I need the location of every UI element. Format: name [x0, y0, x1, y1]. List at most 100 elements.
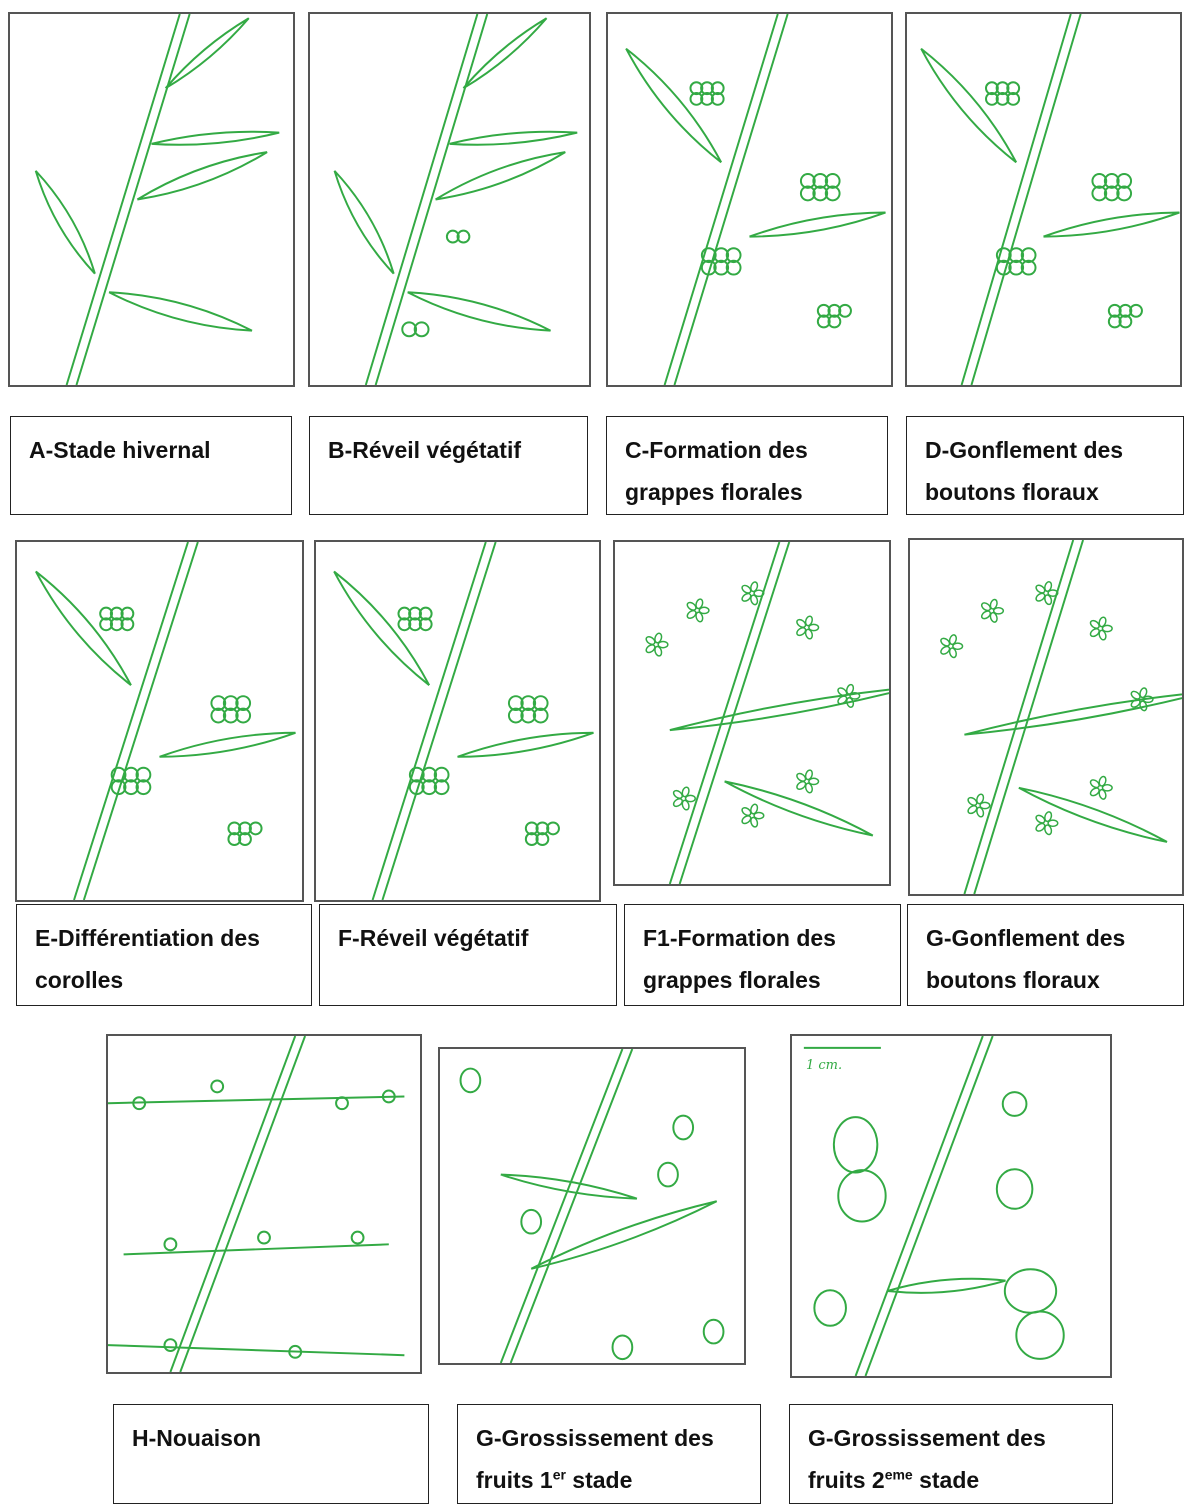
petal-outline — [967, 804, 978, 815]
stage-f-illustration — [316, 542, 599, 900]
stage-f1-illustration — [615, 542, 889, 884]
leaf-outline — [137, 152, 267, 199]
fruit-outline — [164, 1238, 176, 1250]
stage-d-caption: D-Gonflement des boutons floraux — [906, 416, 1184, 515]
stage-h-illustration — [108, 1036, 420, 1372]
petal-outline — [1035, 592, 1046, 603]
leaf-outline — [1044, 213, 1180, 237]
stage-e-drawing — [15, 540, 304, 902]
leaf-outline — [964, 692, 1182, 735]
fruit-outline — [838, 1170, 885, 1221]
petal-outline — [980, 610, 991, 621]
stem-line — [974, 540, 1083, 894]
leaf-outline — [887, 1279, 1005, 1293]
leaf-outline — [334, 572, 429, 686]
fruit-outline — [814, 1290, 846, 1326]
leaf-outline — [670, 687, 889, 730]
leaf-outline — [36, 572, 131, 686]
stage-d-drawing — [905, 12, 1182, 387]
stage-b-caption: B-Réveil végétatif — [309, 416, 588, 515]
stage-e-caption: E-Différentiation des corolles — [16, 904, 312, 1006]
stem-line — [856, 1036, 983, 1376]
stem-line — [366, 14, 478, 385]
stage-fruit2-caption-sup: eme — [885, 1466, 913, 1482]
fruit-outline — [1005, 1269, 1056, 1312]
petal-outline — [1035, 822, 1046, 833]
stage-d-illustration — [907, 14, 1180, 385]
stem-line — [76, 14, 189, 385]
stem-line — [665, 14, 778, 385]
stem-line — [680, 542, 790, 884]
branch-line — [124, 1244, 389, 1254]
leaf-outline — [436, 152, 566, 199]
stage-c-caption: C-Formation des grappes florales — [606, 416, 888, 515]
stage-fruit1-drawing — [438, 1047, 746, 1365]
fruit-outline — [997, 1169, 1033, 1209]
stage-a-caption: A-Stade hivernal — [10, 416, 292, 515]
fruit-outline — [521, 1210, 541, 1234]
petal-outline — [672, 797, 683, 808]
leaf-outline — [335, 171, 394, 274]
petal-outline — [741, 814, 752, 825]
stem-line — [670, 542, 780, 884]
stage-fruit2-caption: G-Grossissement des fruits 2eme stade — [789, 1404, 1113, 1504]
petal-outline — [795, 626, 806, 637]
stage-g-bud-caption: G-Gonflement des boutons floraux — [907, 904, 1184, 1006]
fruit-outline — [834, 1117, 877, 1172]
stage-fruit2-drawing: 1 cm. — [790, 1034, 1112, 1378]
stage-fruit1-caption: G-Grossissement des fruits 1er stade — [457, 1404, 761, 1504]
fruit-outline — [673, 1116, 693, 1140]
stage-b-illustration — [310, 14, 589, 385]
stem-line — [674, 14, 787, 385]
petal-outline — [645, 643, 656, 654]
leaf-outline — [160, 733, 296, 757]
fruit-outline — [1003, 1092, 1027, 1116]
leaf-outline — [458, 733, 594, 757]
petal-outline — [1089, 627, 1100, 638]
stem-line — [170, 1036, 295, 1372]
fruit-outline — [352, 1232, 364, 1244]
stage-c-illustration — [608, 14, 891, 385]
stage-a-drawing — [8, 12, 295, 387]
leaf-outline — [450, 132, 578, 145]
stage-e-illustration — [17, 542, 302, 900]
stage-f-drawing — [314, 540, 601, 902]
stage-c-drawing — [606, 12, 893, 387]
stem-line — [501, 1049, 623, 1363]
stem-line — [962, 14, 1071, 385]
fruit-outline — [336, 1097, 348, 1109]
stage-fruit2-illustration — [792, 1036, 1110, 1376]
branch-line — [108, 1096, 404, 1103]
fruit-outline — [613, 1335, 633, 1359]
stem-line — [964, 540, 1073, 894]
leaf-outline — [109, 292, 252, 330]
stage-fruit1-caption-end: stade — [566, 1467, 632, 1493]
petal-outline — [686, 609, 697, 620]
stem-line — [373, 542, 486, 900]
stage-f1-caption: F1-Formation des grappes florales — [624, 904, 901, 1006]
fruit-outline — [461, 1069, 481, 1093]
stem-line — [971, 14, 1080, 385]
fruit-outline — [658, 1163, 678, 1187]
stage-a-illustration — [10, 14, 293, 385]
fruit-outline — [258, 1232, 270, 1244]
leaf-outline — [750, 213, 886, 237]
fruit-outline — [164, 1339, 176, 1351]
petal-outline — [741, 592, 752, 603]
stage-h-caption: H-Nouaison — [113, 1404, 429, 1504]
stage-fruit1-illustration — [440, 1049, 744, 1363]
stem-line — [74, 542, 188, 900]
scale-bar-label: 1 cm. — [806, 1058, 842, 1073]
branch-line — [108, 1345, 404, 1355]
fruit-outline — [1016, 1311, 1063, 1358]
leaf-outline — [152, 132, 280, 145]
fruit-outline — [211, 1080, 223, 1092]
stage-h-drawing — [106, 1034, 422, 1374]
petal-outline — [1089, 787, 1100, 798]
stage-fruit2-caption-end: stade — [913, 1467, 979, 1493]
stem-line — [382, 542, 495, 900]
stage-g-bud-illustration — [910, 540, 1182, 894]
petal-outline — [795, 780, 806, 791]
stage-fruit1-caption-sup: er — [553, 1466, 566, 1482]
stage-g-bud-drawing — [908, 538, 1184, 896]
